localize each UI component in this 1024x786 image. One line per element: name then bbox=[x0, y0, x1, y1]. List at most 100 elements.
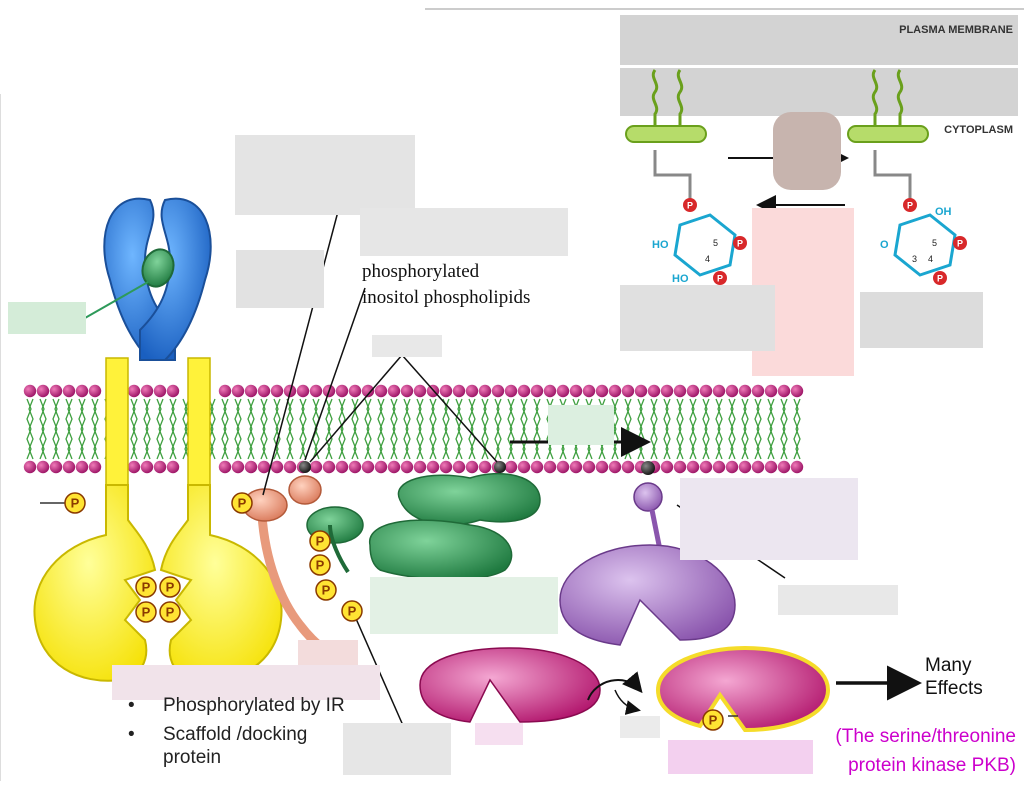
phospho-icon-letter: P bbox=[71, 496, 80, 511]
lipid-head-lower bbox=[764, 460, 778, 474]
lipid-tail-upper bbox=[184, 398, 190, 430]
inset-num-4-right: 4 bbox=[928, 254, 933, 264]
lipid-head-lower bbox=[426, 460, 440, 474]
lipid-tail-upper bbox=[663, 398, 669, 430]
receptor-beta-stalk-left bbox=[105, 357, 129, 489]
lipid-head-upper bbox=[62, 384, 76, 398]
lipid-tail-lower bbox=[340, 428, 346, 460]
lipid-tail-upper bbox=[455, 398, 461, 430]
phospho-icon: P bbox=[309, 554, 331, 576]
lipid-head-lower bbox=[673, 460, 687, 474]
lipid-head-lower bbox=[309, 460, 323, 474]
lipid-head-lower bbox=[49, 460, 63, 474]
lipid-tail-lower bbox=[741, 428, 747, 460]
lipid-tail-upper bbox=[418, 398, 424, 430]
inset-phospho-letter: P bbox=[687, 201, 693, 211]
lipid-tail-upper bbox=[325, 398, 331, 430]
phosphorylation-curve-arrow-2 bbox=[614, 689, 641, 715]
pi3k-catalytic-upper bbox=[397, 472, 541, 526]
lipid-tail-lower bbox=[650, 428, 656, 460]
lipid-tail-upper bbox=[234, 398, 240, 430]
phospho-icon: P bbox=[159, 576, 181, 598]
receptor-beta-stalk-right bbox=[187, 357, 211, 489]
lipid-head-lower bbox=[530, 460, 544, 474]
lipid-tail-lower bbox=[351, 428, 357, 460]
lipid-tail-lower bbox=[156, 428, 162, 460]
lipid-head-upper bbox=[777, 384, 791, 398]
mask-inset-right-label bbox=[860, 292, 983, 348]
lipid-tail-lower bbox=[496, 428, 502, 460]
lipid-tail-lower bbox=[249, 428, 255, 460]
lipid-head-lower bbox=[712, 460, 726, 474]
lipid-tail-lower bbox=[743, 428, 749, 460]
lipid-tail-lower bbox=[366, 428, 372, 460]
lipid-tail-lower bbox=[509, 428, 515, 460]
lipid-tail-lower bbox=[455, 428, 461, 460]
inset-ring-right bbox=[893, 213, 957, 277]
lipid-head-lower bbox=[88, 460, 102, 474]
lipid-tail-lower bbox=[795, 428, 801, 460]
inset-phospho-circle bbox=[733, 236, 747, 250]
lipid-tail-lower bbox=[184, 428, 190, 460]
inset-phospho-icon: P bbox=[903, 198, 917, 212]
lipid-tail-upper bbox=[54, 398, 60, 430]
phospho-icon-circle bbox=[64, 492, 86, 514]
lipid-head-upper bbox=[738, 384, 752, 398]
pkb-active bbox=[655, 645, 831, 733]
lipid-tail-lower bbox=[483, 428, 489, 460]
lipid-tail-lower bbox=[299, 428, 305, 460]
mask-irs-name bbox=[298, 640, 358, 668]
lipid-tail-upper bbox=[392, 398, 398, 430]
lipid-tail-upper bbox=[756, 398, 762, 430]
phospho-icon: P bbox=[309, 530, 331, 552]
lipid-tail-upper bbox=[366, 398, 372, 430]
lipid-head-upper bbox=[244, 384, 258, 398]
phospho-icon: P bbox=[135, 601, 157, 623]
lipid-head-lower bbox=[361, 460, 375, 474]
lipid-tail-lower bbox=[418, 428, 424, 460]
lipid-tail-lower bbox=[93, 428, 99, 460]
lipid-head-upper bbox=[439, 384, 453, 398]
insulin-receptor bbox=[33, 197, 283, 682]
lipid-tail-lower bbox=[520, 428, 526, 460]
phospho-icon-circle bbox=[135, 601, 157, 623]
lipid-tail-upper bbox=[494, 398, 500, 430]
lipid-tail-upper bbox=[743, 398, 749, 430]
bullet-text: Scaffold /docking protein bbox=[163, 724, 308, 768]
lipid-tail-lower bbox=[143, 428, 149, 460]
mask-inset-left-label bbox=[620, 285, 775, 351]
lipid-head-upper bbox=[374, 384, 388, 398]
lipid-tail-lower bbox=[377, 428, 383, 460]
lipid-tail-lower bbox=[442, 428, 448, 460]
inset-phospho-circle bbox=[713, 271, 727, 285]
plasma-membrane-label: PLASMA MEMBRANE bbox=[899, 24, 1013, 36]
lipid-tail-upper bbox=[351, 398, 357, 430]
lipid-tail-upper bbox=[496, 398, 502, 430]
inset-num-5-right: 5 bbox=[932, 238, 937, 248]
phospho-icon: P bbox=[135, 576, 157, 598]
lipid-tail-upper bbox=[507, 398, 513, 430]
inset-backbone-left bbox=[653, 150, 692, 200]
inset-phospho-circle bbox=[903, 198, 917, 212]
lipid-tail-upper bbox=[715, 398, 721, 430]
many-effects-line2: Effects bbox=[925, 678, 983, 699]
lipid-tail-upper bbox=[470, 398, 476, 430]
lipid-tail-upper bbox=[624, 398, 630, 430]
lipid-head-upper bbox=[400, 384, 414, 398]
lipid-tail-lower bbox=[28, 428, 34, 460]
mask-adp-label bbox=[620, 716, 660, 738]
receptor-alpha-right bbox=[139, 197, 212, 361]
lipid-tail-lower bbox=[390, 428, 396, 460]
pdk1-linker bbox=[649, 509, 663, 551]
lipid-tail-upper bbox=[769, 398, 775, 430]
lipid-tail-lower bbox=[171, 428, 177, 460]
phospho-icon-letter: P bbox=[316, 558, 325, 573]
lipid-head-upper bbox=[296, 384, 310, 398]
lipid-tail-lower bbox=[756, 428, 762, 460]
lipid-tail-lower bbox=[728, 428, 734, 460]
bullet-text: Phosphorylated by IR bbox=[163, 695, 345, 716]
lipid-tail-lower bbox=[234, 428, 240, 460]
inset-num-5-left: 5 bbox=[713, 238, 718, 248]
inset-phospho-icon: P bbox=[953, 236, 967, 250]
lipid-head-lower bbox=[777, 460, 791, 474]
